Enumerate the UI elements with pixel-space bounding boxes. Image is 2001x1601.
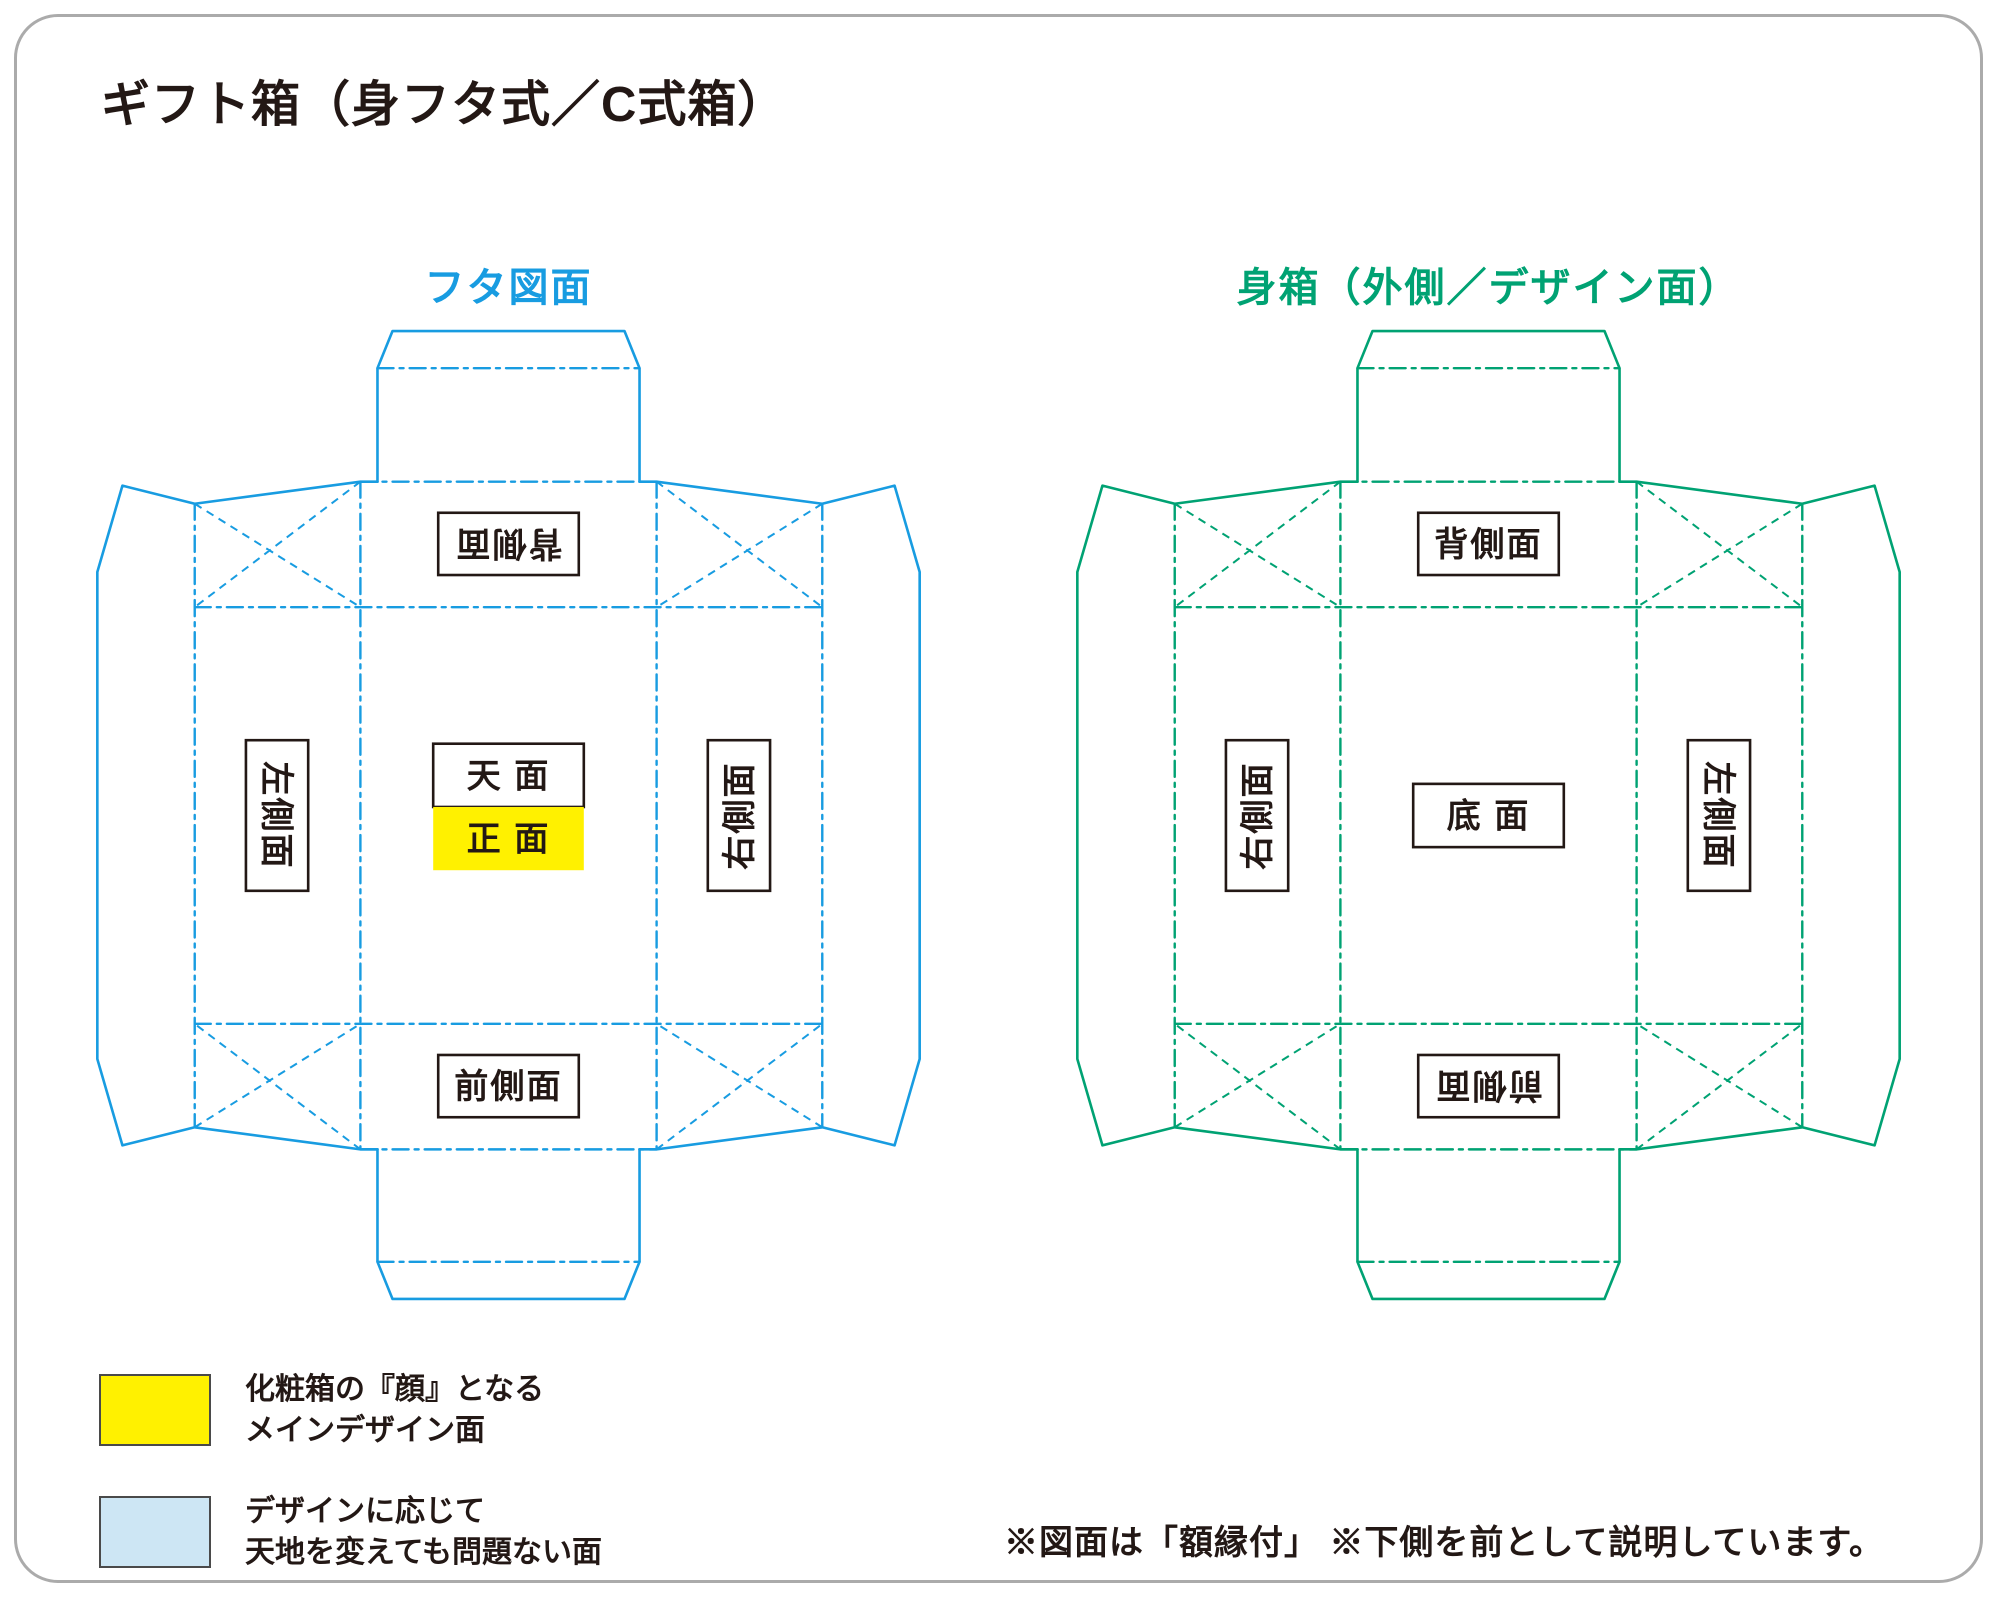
panel-card: ギフト箱（身フタ式／C式箱） フタ図面 背側面	[14, 14, 1983, 1583]
lid-label-back-side: 背側面	[436, 511, 581, 577]
legend-swatch-flexible-face	[99, 1496, 211, 1568]
svg-text:背側面: 背側面	[454, 524, 562, 562]
body-label-bottom-face: 底 面	[1411, 782, 1566, 849]
legend: 化粧箱の『顔』となる メインデザイン面 デザインに応じて 天地を変えても問題ない…	[99, 1369, 602, 1573]
svg-text:右側面: 右側面	[1239, 761, 1277, 869]
diagrams-row: フタ図面 背側面 天 面	[17, 255, 1980, 1307]
footnote: ※図面は「額縁付」 ※下側を前として説明しています。	[1003, 1524, 1884, 1562]
body-fold-lines	[1173, 366, 1804, 1264]
body-label-back-side: 背側面	[1416, 511, 1561, 577]
legend-text-main-design: 化粧箱の『顔』となる メインデザイン面	[245, 1369, 544, 1451]
svg-text:底 面: 底 面	[1447, 798, 1531, 836]
legend-line: 化粧箱の『顔』となる	[245, 1373, 545, 1406]
legend-item: デザインに応じて 天地を変えても問題ない面	[99, 1491, 602, 1573]
lid-label-right-side: 右側面	[706, 738, 772, 893]
body-dieline: 背側面 底 面 右側面 左側面 前側面	[1076, 329, 1901, 1301]
legend-item: 化粧箱の『顔』となる メインデザイン面	[99, 1369, 602, 1451]
svg-text:前側面: 前側面	[1434, 1066, 1542, 1104]
lid-dieline: 背側面 天 面 正 面 左側面 右側面	[96, 329, 921, 1301]
body-label-left-side: 左側面	[1686, 738, 1752, 893]
svg-text:天 面: 天 面	[467, 757, 551, 795]
body-corner-diagonals	[1174, 480, 1803, 1151]
legend-line: メインデザイン面	[245, 1414, 485, 1447]
body-label-front-side: 前側面	[1416, 1053, 1561, 1119]
lid-label-top-face: 天 面	[431, 742, 586, 809]
legend-line: 天地を変えても問題ない面	[245, 1536, 602, 1569]
legend-text-flexible-face: デザインに応じて 天地を変えても問題ない面	[245, 1491, 602, 1573]
body-heading: 身箱（外側／デザイン面）	[1236, 266, 1741, 310]
svg-text:前側面: 前側面	[454, 1068, 562, 1106]
lid-heading: フタ図面	[424, 266, 593, 310]
lid-label-left-side: 左側面	[244, 738, 310, 893]
lid-fold-lines	[193, 366, 824, 1264]
page-title: ギフト箱（身フタ式／C式箱）	[101, 78, 788, 132]
legend-line: デザインに応じて	[245, 1495, 485, 1528]
diagram-lid: フタ図面 背側面 天 面	[79, 255, 939, 1307]
svg-text:左側面: 左側面	[257, 761, 295, 869]
legend-swatch-main-design	[99, 1374, 211, 1446]
svg-text:右側面: 右側面	[721, 761, 759, 869]
body-label-right-side: 右側面	[1224, 738, 1290, 893]
lid-corner-diagonals	[194, 480, 823, 1151]
lid-label-front-side: 前側面	[436, 1053, 581, 1119]
svg-text:正 面: 正 面	[467, 821, 551, 859]
svg-text:左側面: 左側面	[1699, 761, 1737, 869]
diagram-body: 身箱（外側／デザイン面） 背側面	[1059, 255, 1919, 1307]
svg-text:背側面: 背側面	[1434, 526, 1542, 564]
lid-label-front-face-highlight: 正 面	[433, 806, 584, 871]
